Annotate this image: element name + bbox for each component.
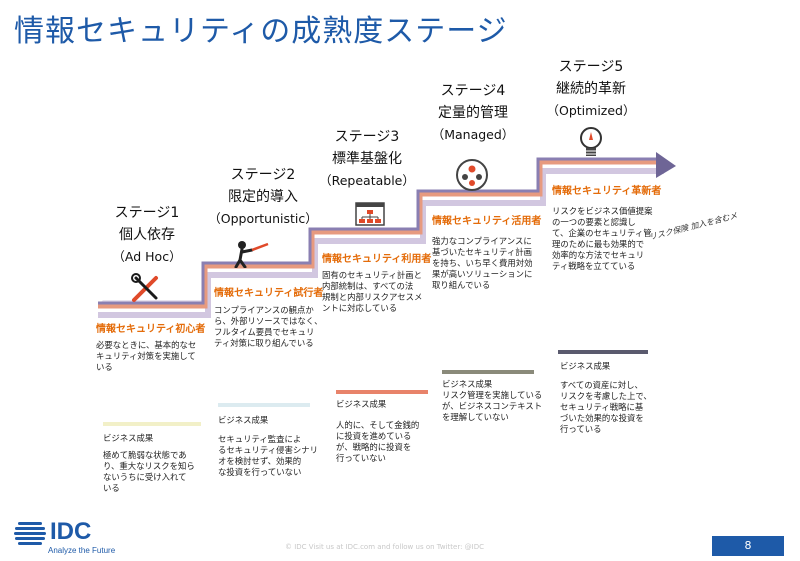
stage-5-name: 継続的革新 — [556, 81, 626, 97]
stage-3-name: 標準基盤化 — [332, 151, 402, 167]
stage-2-title: ステージ2 限定的導入 （Opportunistic） — [198, 164, 328, 230]
logo-tagline: Analyze the Future — [48, 546, 116, 555]
stage-1-title: ステージ1 個人依存 （Ad Hoc） — [82, 202, 212, 268]
stage-4-label: ステージ4 — [440, 83, 506, 99]
stage-3-en: （Repeatable） — [319, 173, 415, 188]
stage-1-label: ステージ1 — [114, 205, 180, 221]
stage-4-bar — [442, 370, 534, 374]
stage-1-bar — [103, 422, 201, 426]
stage-4-name: 定量的管理 — [438, 105, 508, 121]
stage-1-biz: 極めて脆弱な状態であり、重大なリスクを知らないうちに受け入れている — [103, 450, 195, 493]
stage-5-biz: すべての資産に対し、リスクを考慮した上で、セキュリティ戦略に基づいた効果的な投資… — [560, 380, 652, 434]
stage-5-label: ステージ5 — [558, 59, 624, 75]
stage-3-desc: 固有のセキュリティ計画と内部統制は、すべての法規制と内部リスクアセスメントに対応… — [322, 270, 423, 313]
stage-2-name: 限定的導入 — [228, 189, 298, 205]
stage-3-biz-title: ビジネス成果 — [336, 399, 387, 409]
stage-1-biz-title: ビジネス成果 — [103, 433, 154, 443]
tools-icon — [131, 273, 158, 302]
stage-2-desc: コンプライアンスの観点から、外部リソースではなく、フルタイム要員でセキュリティ対… — [214, 305, 323, 348]
stage-5-role: 情報セキュリティ革新者 — [552, 186, 662, 197]
people-network-icon — [456, 159, 488, 191]
stage-3-title: ステージ3 標準基盤化 （Repeatable） — [302, 126, 432, 192]
stage-2-role: 情報セキュリティ試行者 — [214, 288, 324, 299]
stage-4-en: （Managed） — [431, 127, 515, 142]
stage-3-bar — [336, 390, 428, 394]
lightbulb-icon — [580, 127, 602, 156]
stage-5-biz-title: ビジネス成果 — [560, 361, 611, 371]
org-chart-icon — [355, 202, 385, 226]
stage-3-label: ステージ3 — [334, 129, 400, 145]
stage-3-role: 情報セキュリティ利用者 — [322, 254, 432, 265]
stage-3-biz: 人的に、そして金銭的に投資を進めているが、戦略的に投資を行っていない — [336, 420, 420, 463]
stage-1-role: 情報セキュリティ初心者 — [96, 324, 206, 335]
page-title: 情報セキュリティの成熟度ステージ — [14, 14, 508, 49]
stage-2-en: （Opportunistic） — [208, 211, 318, 226]
stage-2-biz-title: ビジネス成果 — [218, 415, 269, 425]
stage-1-en: （Ad Hoc） — [112, 249, 182, 264]
logo-name: IDC — [50, 518, 92, 545]
stage-5-desc: リスクをビジネス価値提案の一つの要素と認識して、企業のセキュリティ管理のために最… — [552, 206, 653, 271]
stage-4-title: ステージ4 定量的管理 （Managed） — [408, 80, 538, 146]
stage-1-name: 個人依存 — [119, 227, 175, 243]
stage-5-bar — [558, 350, 648, 354]
stage-2-biz: セキュリティ監査によるセキュリティ侵害シナリオを検討せず、効果的な投資を行ってい… — [218, 434, 318, 477]
stage-5-title: ステージ5 継続的革新 （Optimized） — [526, 56, 656, 122]
page-number: 8 — [712, 536, 784, 556]
footer-text: © IDC Visit us at IDC.com and follow us … — [285, 543, 485, 551]
stage-5-en: （Optimized） — [546, 103, 636, 118]
pull-rope-icon — [234, 241, 269, 268]
stage-1-desc: 必要なときに、基本的なセキュリティ対策を実施している — [96, 340, 197, 372]
globe-icon — [14, 522, 46, 545]
stage-4-biz: リスク管理を実施しているが、ビジネスコンテキストを理解していない — [442, 390, 543, 422]
stage-4-biz-title: ビジネス成果 — [442, 379, 493, 389]
stage-4-role: 情報セキュリティ活用者 — [432, 216, 542, 227]
stage-4-desc: 強力なコンプライアンスに基づいたセキュリティ計画を持ち、いち早く費用対効果が高い… — [432, 236, 533, 290]
stage-2-label: ステージ2 — [230, 167, 296, 183]
stage-2-bar — [218, 403, 310, 407]
